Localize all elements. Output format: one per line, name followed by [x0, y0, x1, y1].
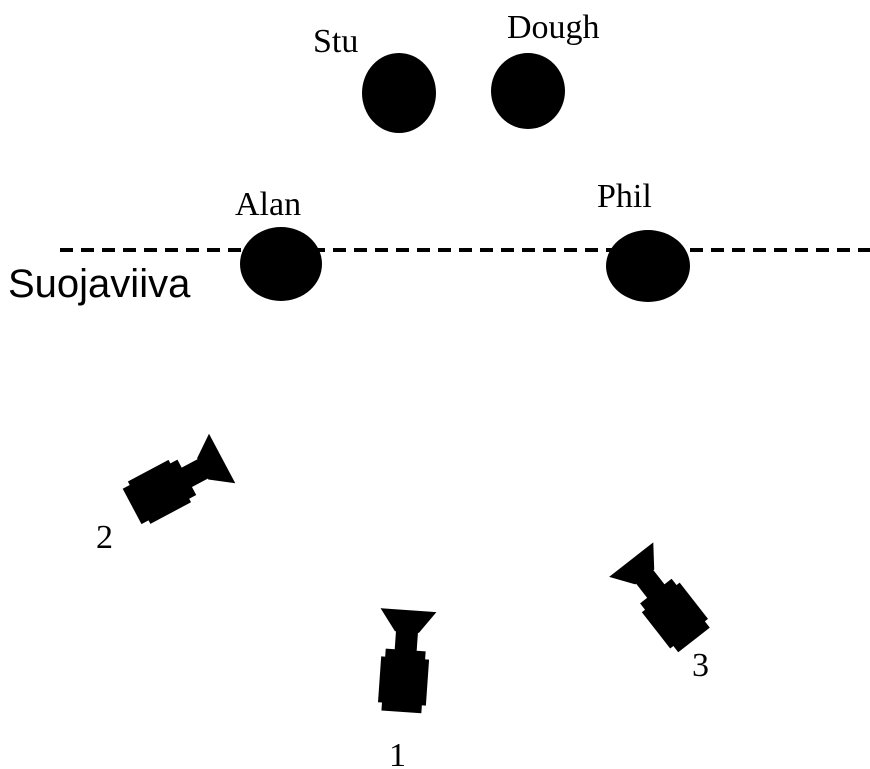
actor-alan-marker [240, 227, 322, 301]
actor-dough-marker [491, 53, 565, 129]
actor-phil-label: Phil [597, 178, 652, 215]
camera-3-label: 3 [692, 647, 709, 684]
actor-phil-marker [606, 230, 690, 302]
camera-2-label: 2 [96, 519, 113, 556]
camera-2-icon [118, 433, 236, 532]
camera-1-label: 1 [389, 737, 406, 769]
actor-stu-marker [362, 53, 436, 133]
actor-alan-label: Alan [235, 186, 301, 223]
actor-dough-label: Dough [507, 9, 600, 46]
actor-stu-label: Stu [313, 23, 358, 60]
camera-3-icon [609, 542, 717, 658]
safety-line-label: Suojaviiva [8, 262, 191, 306]
camera-1-icon [373, 608, 437, 714]
